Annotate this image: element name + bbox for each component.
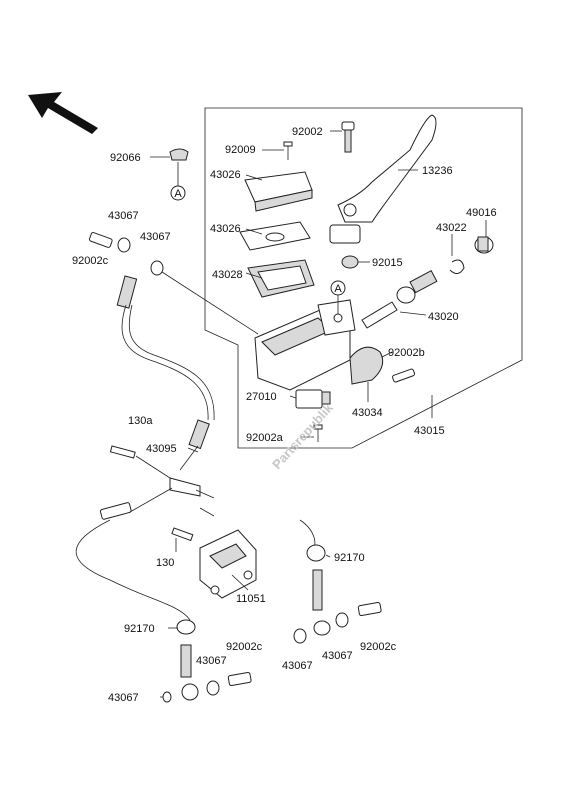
- label-92009: 92009: [225, 144, 256, 156]
- front-direction-arrow-icon: [28, 92, 98, 134]
- label-92170-right: 92170: [334, 552, 365, 564]
- washer-43067-f: [162, 691, 172, 703]
- callout-a-lower: A: [330, 280, 346, 314]
- bracket-11051: [199, 529, 257, 599]
- cap-92066: [169, 148, 189, 186]
- clamp-43034: [349, 346, 384, 385]
- piston-kit: [361, 270, 438, 329]
- label-92002a: 92002a: [246, 432, 284, 444]
- bolt-130a: [109, 445, 171, 479]
- label-49016: 49016: [466, 207, 497, 219]
- label-92002c-bottom: 92002c: [226, 641, 263, 653]
- label-27010: 27010: [246, 391, 277, 403]
- washer-43067-b: [150, 260, 164, 276]
- leader-lines: [150, 130, 487, 698]
- label-43020: 43020: [428, 311, 459, 323]
- label-43028: 43028: [212, 269, 243, 281]
- label-43067-b: 43067: [140, 231, 171, 243]
- label-92002c-upper: 92002c: [72, 255, 109, 267]
- label-130: 130: [156, 557, 174, 569]
- reservoir-cap: [244, 171, 313, 212]
- master-cylinder-body: [254, 299, 356, 391]
- diaphragm-plate: [239, 221, 311, 251]
- label-92002c-right: 92002c: [360, 641, 397, 653]
- bolt-92002b: [392, 368, 416, 383]
- label-43026-plate: 43026: [210, 223, 241, 235]
- brake-hose-43095: [75, 275, 316, 621]
- screw-92009: [283, 141, 293, 160]
- label-43034: 43034: [352, 407, 383, 419]
- label-92170-left: 92170: [124, 623, 155, 635]
- label-11051: 11051: [236, 593, 266, 605]
- label-43067-c: 43067: [196, 655, 227, 667]
- bolt-92002-top: [341, 121, 355, 153]
- bolt-130: [171, 527, 194, 542]
- label-92066: 92066: [110, 152, 141, 164]
- label-43022: 43022: [436, 222, 467, 234]
- label-43067-f: 43067: [108, 692, 139, 704]
- bolt-92002c-right: [357, 601, 382, 617]
- label-92002: 92002: [292, 126, 323, 138]
- label-130a: 130a: [128, 415, 153, 427]
- label-13236: 13236: [422, 165, 453, 177]
- label-43067-d: 43067: [282, 660, 313, 672]
- label-92015: 92015: [372, 257, 403, 269]
- svg-text:A: A: [334, 283, 342, 295]
- label-43026-cap: 43026: [210, 169, 241, 181]
- label-43015: 43015: [414, 425, 445, 437]
- bolt-92002c-upper: [88, 232, 113, 248]
- circlip-43022: [449, 259, 465, 274]
- washer-43067-a: [117, 237, 131, 253]
- callout-a-upper: A: [170, 185, 186, 201]
- part-labels: 92066 92009 92002 43026 13236 49016 4302…: [72, 126, 497, 704]
- label-43067-a: 43067: [108, 210, 139, 222]
- washer-43067-e: [335, 612, 349, 628]
- brake-lever: [337, 114, 437, 223]
- brake-hose-right: [306, 544, 331, 636]
- diaphragm: [247, 259, 315, 298]
- washer-43067-c: [206, 680, 220, 696]
- pin-49016: [474, 236, 494, 254]
- svg-text:A: A: [174, 188, 182, 200]
- switch-27010: [295, 389, 331, 409]
- label-92002b: 92002b: [388, 347, 425, 359]
- washer-43067-d: [293, 628, 307, 644]
- screw-92002a: [313, 424, 323, 442]
- brake-hose-left: [176, 619, 199, 701]
- nut-92015: [341, 255, 359, 269]
- assembly-outline: [204, 107, 523, 449]
- label-43067-e: 43067: [322, 650, 353, 662]
- label-43095: 43095: [146, 443, 177, 455]
- bolt-92002c-bottom: [227, 671, 252, 687]
